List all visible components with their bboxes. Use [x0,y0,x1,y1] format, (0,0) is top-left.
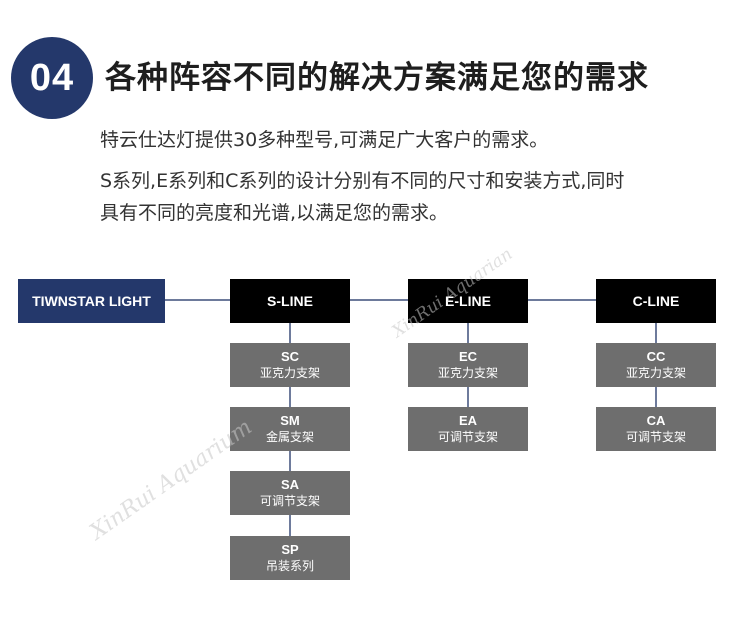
node-code: EA [458,413,478,428]
sc-node: SC 亚克力支架 [230,343,350,387]
node-name: 亚克力支架 [437,366,498,380]
node-code: SM [280,413,300,428]
node-code: SC [280,349,300,364]
node-name: 吊装系列 [265,559,314,573]
sa-node: SA 可调节支架 [230,471,350,515]
node-name: 可调节支架 [625,430,686,444]
sm-node: SM 金属支架 [230,407,350,451]
c-line-node: C-LINE [596,279,716,323]
node-name: 可调节支架 [437,430,498,444]
node-name: 金属支架 [265,430,314,444]
description-line-2: S系列,E系列和C系列的设计分别有不同的尺寸和安装方式,同时 [100,170,625,192]
ea-node: EA 可调节支架 [408,407,528,451]
root-node: TIWNSTAR LIGHT [18,279,165,323]
sp-node: SP 吊装系列 [230,536,350,580]
e-line-node: E-LINE [408,279,528,323]
description-line-3: 具有不同的亮度和光谱,以满足您的需求。 [100,202,449,224]
node-code: SA [280,477,300,492]
section-number-badge: 04 [11,37,93,119]
ec-node: EC 亚克力支架 [408,343,528,387]
cc-node: CC 亚克力支架 [596,343,716,387]
node-code: CA [646,413,666,428]
section-title: 各种阵容不同的解决方案满足您的需求 [105,60,649,96]
description-line-1: 特云仕达灯提供30多种型号,可满足广大客户的需求。 [100,129,549,151]
s-line-node: S-LINE [230,279,350,323]
node-name: 亚克力支架 [259,366,320,380]
node-name: 可调节支架 [259,494,320,508]
node-name: 亚克力支架 [625,366,686,380]
node-code: SP [281,542,299,557]
node-code: EC [458,349,478,364]
node-code: CC [646,349,666,364]
ca-node: CA 可调节支架 [596,407,716,451]
